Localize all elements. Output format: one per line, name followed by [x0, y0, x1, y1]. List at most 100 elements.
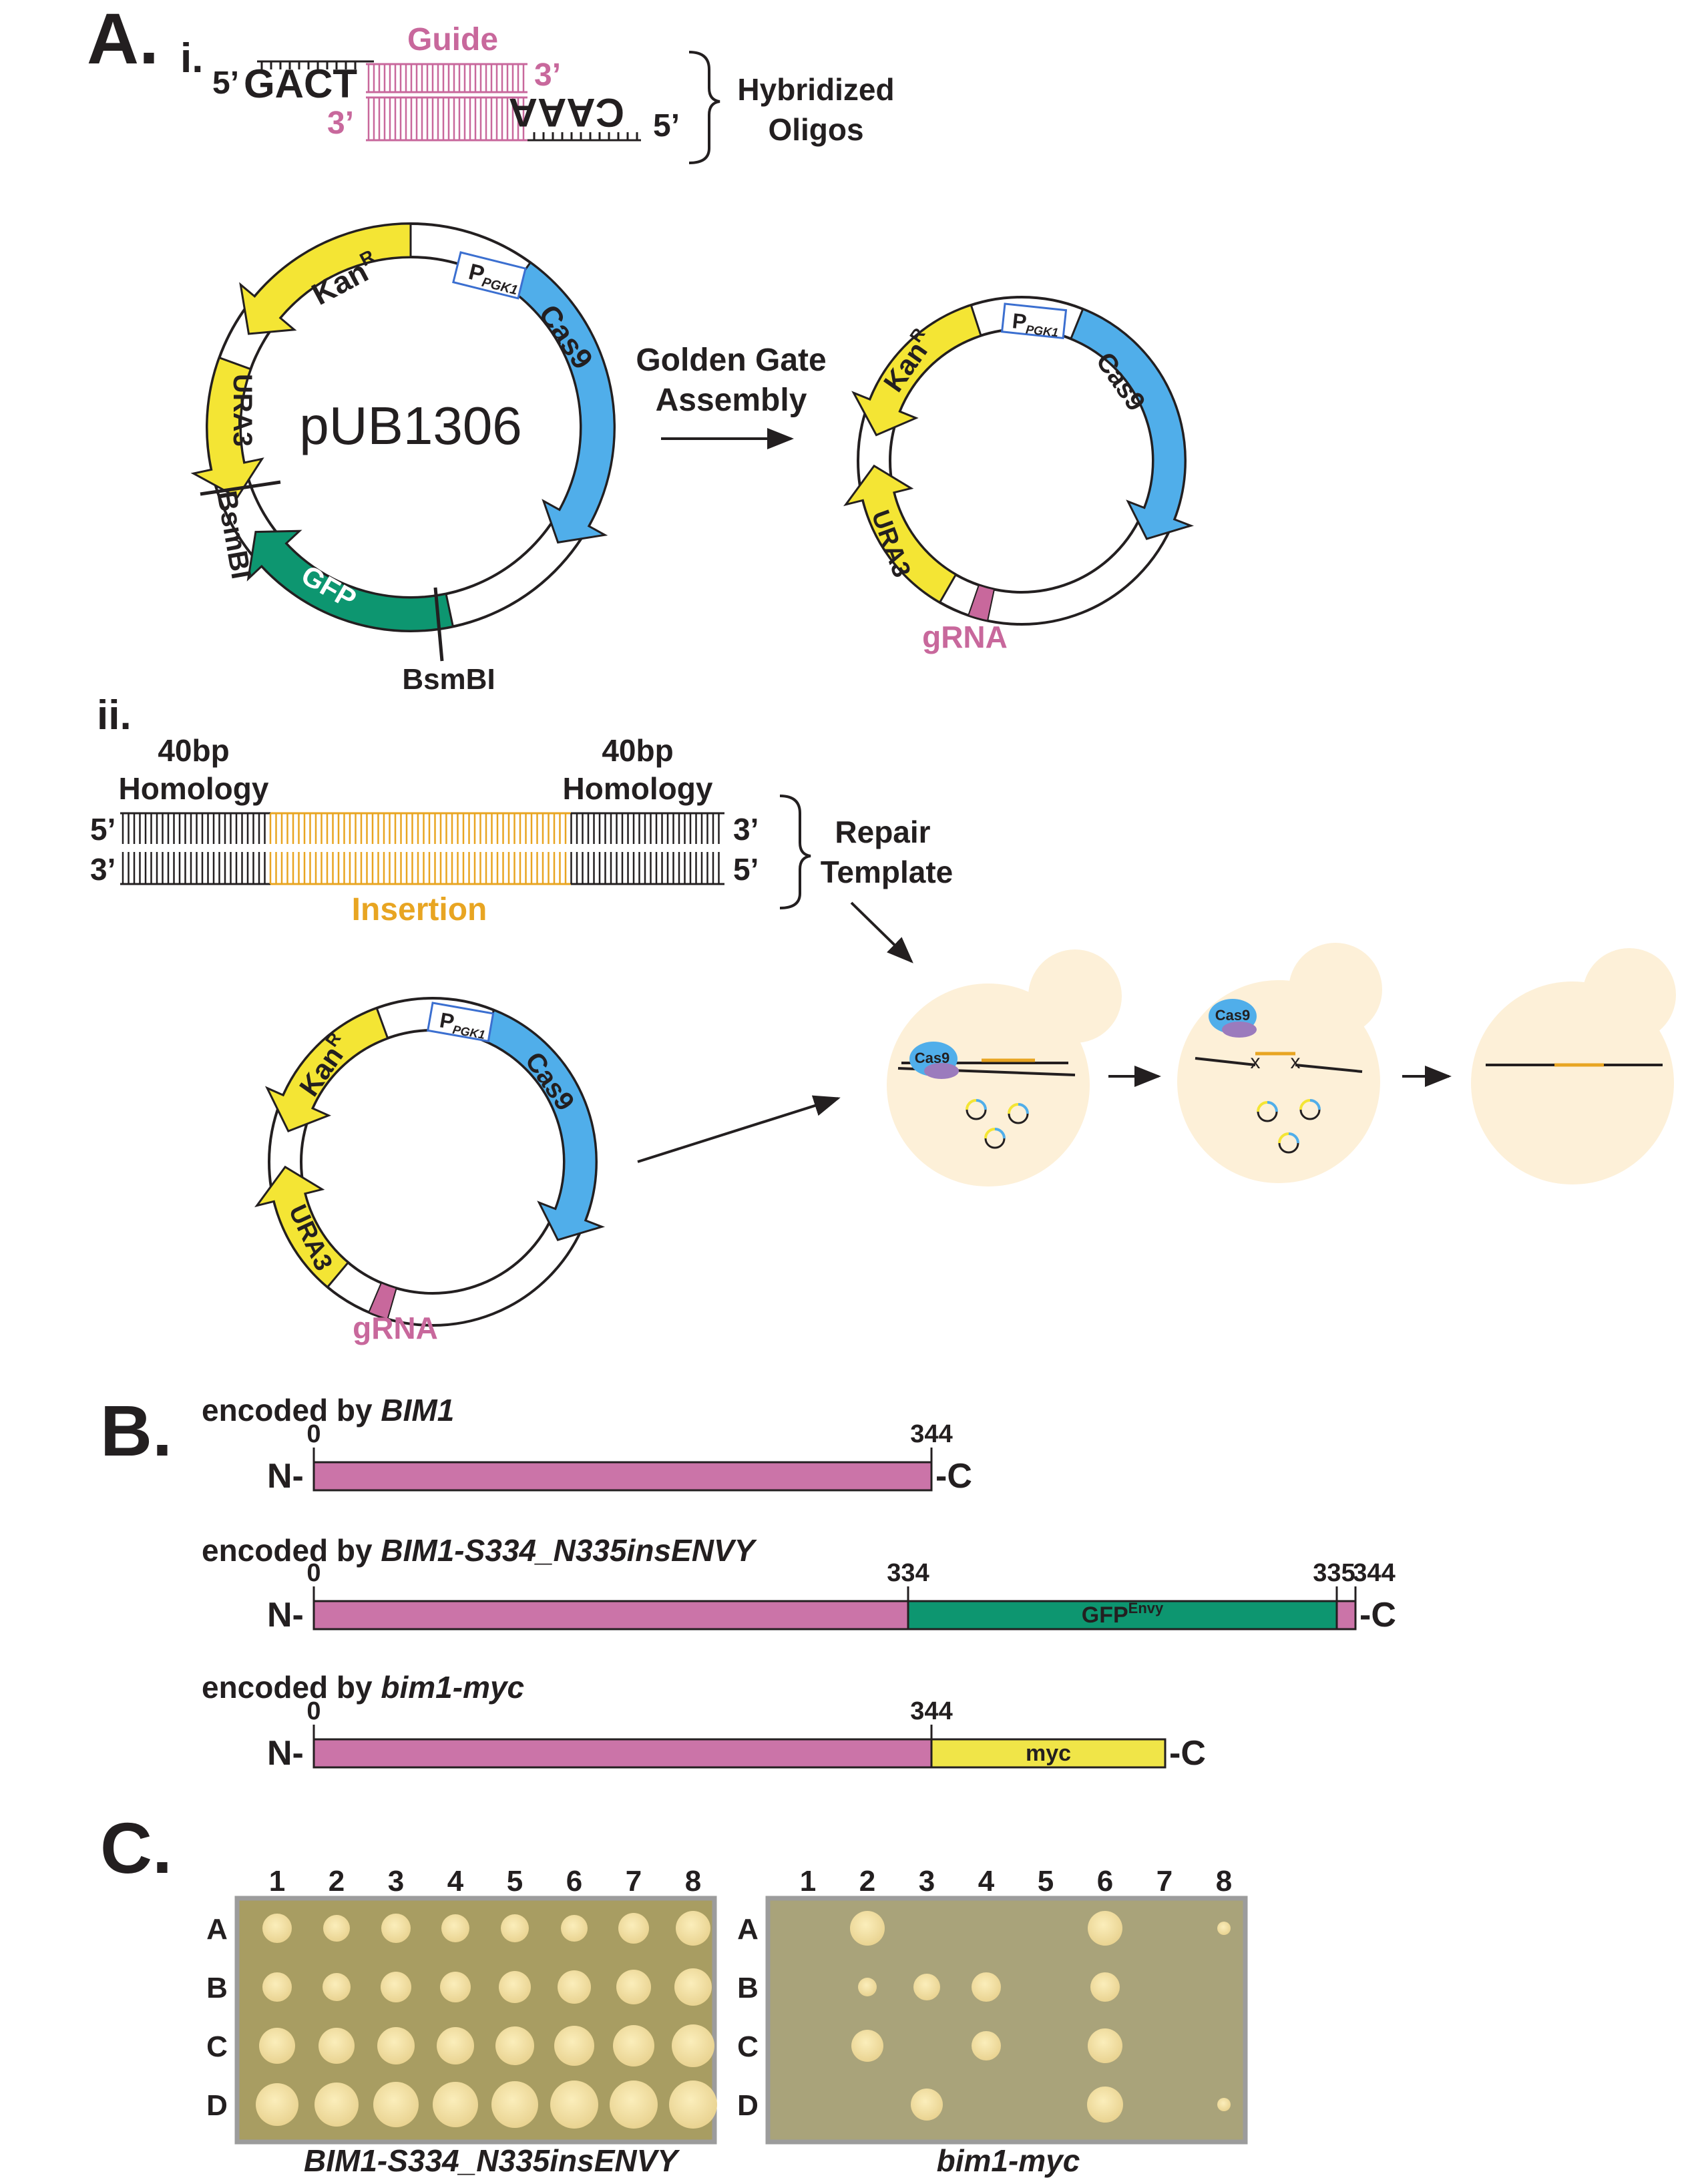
panel-label-c: C. [100, 1807, 172, 1888]
cas9-protein-label: Cas9 [1215, 1007, 1251, 1024]
colony [550, 2081, 598, 2129]
colony [1088, 1911, 1122, 1946]
n-terminus-label: N- [267, 1596, 304, 1634]
panel-label-a: A. [87, 0, 159, 79]
plate-row-label: C [206, 2030, 228, 2063]
colony [972, 2031, 1001, 2060]
plasmid-name: pUB1306 [299, 396, 522, 455]
pgk1-promoter-box [1000, 302, 1068, 340]
oligos-bracket-label-1: Hybridized [737, 72, 894, 107]
colony [319, 2028, 355, 2064]
repair-top-5-prime: 5’ [90, 812, 116, 847]
colony [433, 2082, 478, 2127]
colony [262, 1914, 292, 1943]
pgk1-promoter-label: PPGK1 [437, 1008, 488, 1042]
plate-row-label: C [737, 2030, 759, 2063]
colony [440, 1972, 471, 2002]
oligos-bracket [688, 51, 720, 164]
cas9-segment [1069, 307, 1195, 540]
plate-caption: bim1-myc [937, 2143, 1080, 2178]
yeast-cell-3 [1471, 948, 1676, 1184]
pgk1-promoter-box [452, 251, 527, 300]
colony [554, 2026, 594, 2066]
guide-label: Guide [407, 22, 498, 57]
yeast-cell-1: Cas9 [887, 949, 1122, 1186]
plate-row-label: B [206, 1972, 228, 2004]
pgk1-promoter-label: PPGK1 [1011, 308, 1060, 339]
ura3-label: URA3 [228, 374, 257, 447]
colony [259, 2028, 295, 2064]
colony [323, 1973, 351, 2001]
colony [1090, 1972, 1120, 2002]
colony [913, 1974, 940, 2000]
oligo-top-overhang: GACT [244, 61, 357, 106]
plasmid-to-cell-arrow [637, 1095, 841, 1163]
colony [314, 2083, 359, 2127]
protein-diagram: encoded by BIM1-S334_N335insENVYN-GFPEnv… [202, 1533, 1396, 1634]
hybridized-oligos: Guide 5’ GACT 3’ 3’ CAAA 5’ Hybridized O… [212, 22, 895, 164]
ura3-segment [843, 464, 958, 604]
plate-column-label: 7 [626, 1865, 642, 1898]
colony [851, 2030, 883, 2062]
yeast-cell-2: x x Cas9 [1177, 943, 1382, 1183]
protein-segment [312, 1600, 909, 1630]
bsmbi-site-left: BsmBI [211, 488, 257, 581]
oligos-bracket-label-2: Oligos [768, 112, 863, 147]
c-terminus-label: -C [935, 1457, 972, 1496]
bsmbi-site-bottom: BsmBI [402, 663, 495, 696]
crossover-mark-1: x [1251, 1051, 1261, 1073]
plate-column-label: 6 [566, 1865, 582, 1898]
cas9-protein-label: Cas9 [915, 1050, 950, 1066]
protein-title: encoded by BIM1-S334_N335insENVY [202, 1533, 758, 1568]
grna-label: gRNA [922, 620, 1008, 654]
colony [501, 1914, 529, 1942]
n-terminus-label: N- [267, 1734, 304, 1773]
grna-label: gRNA [353, 1311, 438, 1345]
plate-column-label: 2 [859, 1865, 875, 1898]
oligo-top-5-prime: 5’ [212, 65, 239, 101]
homology-left-label-2: Homology [119, 771, 269, 806]
colony [558, 1970, 591, 2004]
ura3-segment [254, 1165, 350, 1289]
homology-right-label-2: Homology [563, 771, 713, 806]
plate-row-label: B [737, 1972, 759, 2004]
grna-segment [367, 1281, 397, 1320]
residue-number: 344 [910, 1697, 952, 1725]
colony [381, 1972, 411, 2002]
segment-label: myc [1026, 1741, 1071, 1766]
protein-segment [312, 1738, 933, 1769]
colony [972, 1972, 1001, 2002]
plate-caption: BIM1-S334_N335insENVY [304, 2143, 680, 2178]
colony [441, 1914, 469, 1942]
c-terminus-label: -C [1359, 1596, 1396, 1634]
residue-number: 335 [1313, 1559, 1355, 1587]
residue-number: 0 [306, 1697, 321, 1725]
colony [669, 2081, 717, 2129]
kanr-segment [264, 1006, 389, 1132]
colony [618, 1913, 649, 1944]
oligo-bottom-3-prime: 3’ [327, 105, 354, 141]
protein-title: encoded by bim1-myc [202, 1670, 524, 1705]
plate-column-label: 4 [447, 1865, 464, 1898]
plate-column-label: 8 [1216, 1865, 1232, 1898]
bsmbi-site-bottom-mark [433, 587, 444, 662]
repair-bracket-label-1: Repair [835, 815, 930, 849]
crossover-mark-2: x [1291, 1051, 1301, 1073]
c-terminus-label: -C [1169, 1734, 1206, 1773]
plate-column-label: 5 [1038, 1865, 1054, 1898]
colony [672, 2024, 714, 2067]
insertion-label: Insertion [352, 892, 487, 927]
plate-column-label: 6 [1097, 1865, 1113, 1898]
colony [858, 1978, 877, 1996]
colony [262, 1972, 292, 2002]
ura3-segment [190, 356, 264, 499]
residue-number: 0 [306, 1420, 321, 1448]
golden-gate-label-1: Golden Gate [636, 343, 826, 378]
colony [610, 2081, 658, 2129]
oligo-bottom-overhang: CAAA [509, 90, 624, 135]
